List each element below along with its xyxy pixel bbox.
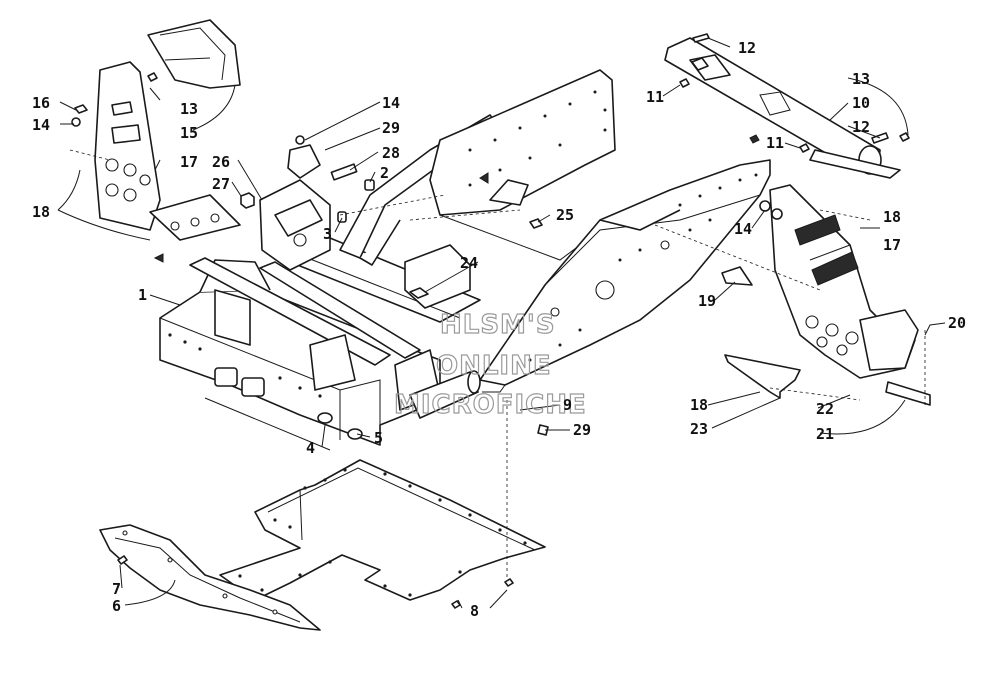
callout-11: 11 <box>766 134 784 152</box>
callout-24: 24 <box>460 254 478 272</box>
callout-17: 17 <box>180 153 198 171</box>
callout-15: 15 <box>180 124 198 142</box>
callout-2: 2 <box>380 164 389 182</box>
front-tube <box>409 370 481 419</box>
callout-12: 12 <box>852 118 870 136</box>
callout-9: 9 <box>563 396 572 414</box>
skid-plate <box>99 524 321 631</box>
right-traction-grid <box>794 214 859 286</box>
callout-4: 4 <box>306 439 315 457</box>
callout-labels: 16 14 13 15 17 18 26 27 14 29 28 2 3 25 … <box>32 39 966 620</box>
left-upper-mount <box>147 19 241 89</box>
frame-rails <box>189 237 481 411</box>
callout-13: 13 <box>180 100 198 118</box>
watermark: HLSM'S ONLINE MICROFICHE <box>393 309 587 420</box>
callout-29: 29 <box>382 119 400 137</box>
callout-17: 17 <box>883 236 901 254</box>
watermark-line-1: HLSM'S <box>440 310 556 340</box>
callout-16: 16 <box>32 94 50 112</box>
callout-7: 7 <box>112 580 121 598</box>
left-footrest-bracket <box>94 61 241 263</box>
right-strap <box>885 381 931 406</box>
callout-8: 8 <box>470 602 479 620</box>
right-foot-plate <box>724 354 801 399</box>
watermark-line-3: MICROFICHE <box>394 390 587 420</box>
callout-25: 25 <box>556 206 574 224</box>
callout-5: 5 <box>374 429 383 447</box>
callout-27: 27 <box>212 175 230 193</box>
callout-19: 19 <box>698 292 716 310</box>
tunnel-right-panel <box>479 159 771 393</box>
callout-22: 22 <box>816 400 834 418</box>
callout-14: 14 <box>32 116 50 134</box>
leader-lines <box>57 37 946 609</box>
callout-6: 6 <box>112 597 121 615</box>
small-wedge-19 <box>721 266 753 286</box>
callout-28: 28 <box>382 144 400 162</box>
screw-7-icon <box>117 555 128 565</box>
callout-11: 11 <box>646 88 664 106</box>
tunnel-left-panel <box>429 69 616 261</box>
floor-pan <box>219 459 546 601</box>
right-footrest-bracket <box>769 184 919 379</box>
callout-14: 14 <box>382 94 400 112</box>
hardware <box>71 33 910 440</box>
callout-3: 3 <box>323 225 332 243</box>
screw-8-icon <box>451 578 514 609</box>
callout-29: 29 <box>573 421 591 439</box>
callout-12: 12 <box>738 39 756 57</box>
callout-18: 18 <box>690 396 708 414</box>
callout-13: 13 <box>852 70 870 88</box>
callout-21: 21 <box>816 425 834 443</box>
callout-18: 18 <box>883 208 901 226</box>
steering-bracket <box>259 144 331 271</box>
callout-10: 10 <box>852 94 870 112</box>
callout-14: 14 <box>734 220 752 238</box>
callout-26: 26 <box>212 153 230 171</box>
callout-20: 20 <box>948 314 966 332</box>
callout-18: 18 <box>32 203 50 221</box>
callout-1: 1 <box>138 286 147 304</box>
callout-23: 23 <box>690 420 708 438</box>
watermark-line-2: ONLINE <box>436 351 552 381</box>
